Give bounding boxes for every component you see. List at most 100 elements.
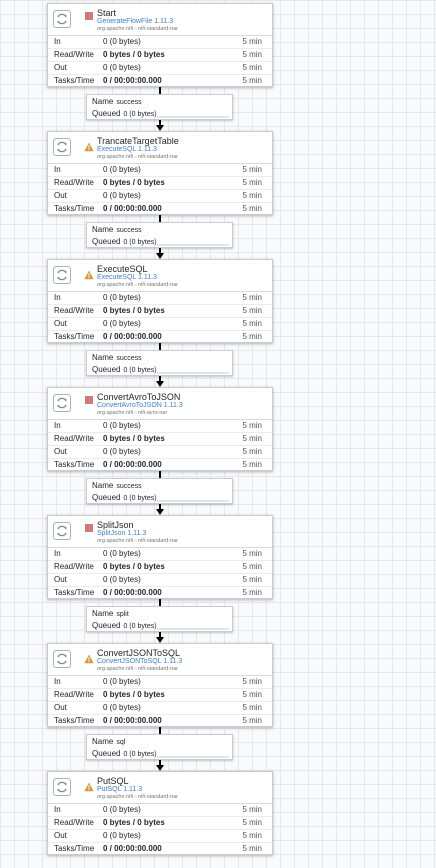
stat-value: 0 bytes / 0 bytes <box>103 306 165 315</box>
connection-queued: 0 (0 bytes) <box>123 623 157 630</box>
stat-duration: 5 min <box>242 562 262 571</box>
processor-icon <box>53 394 71 412</box>
stat-value: 0 bytes / 0 bytes <box>103 50 165 59</box>
processor-name: Start <box>97 8 117 18</box>
stat-duration: 5 min <box>242 677 262 686</box>
stat-duration: 5 min <box>242 306 262 315</box>
processor-bundle: org.apache.nifi - nifi-standard-nar <box>97 666 179 672</box>
warning-icon[interactable] <box>84 779 94 792</box>
stat-value: 0 (0 bytes) <box>103 165 141 174</box>
stat-duration: 5 min <box>242 831 262 840</box>
warning-icon[interactable] <box>84 267 94 280</box>
stat-value: 0 (0 bytes) <box>103 575 141 584</box>
stat-label: Tasks/Time <box>54 844 95 853</box>
connection-queued: 0 (0 bytes) <box>123 239 157 246</box>
connection-queued-label: Queued <box>92 621 121 630</box>
stat-value: 0 bytes / 0 bytes <box>103 690 165 699</box>
processor-icon <box>53 650 71 668</box>
stat-value: 0 / 00:00:00.000 <box>103 332 162 341</box>
stat-value: 0 (0 bytes) <box>103 549 141 558</box>
stat-value: 0 (0 bytes) <box>103 677 141 686</box>
connection-queued-label: Queued <box>92 365 121 374</box>
stat-label: Read/Write <box>54 50 94 59</box>
stat-label: In <box>54 549 61 558</box>
stat-duration: 5 min <box>242 805 262 814</box>
stat-duration: 5 min <box>242 690 262 699</box>
queue-progress-bar <box>157 372 229 374</box>
stat-label: Out <box>54 191 67 200</box>
stat-value: 0 / 00:00:00.000 <box>103 844 162 853</box>
processor-type: ConvertJSONToSQL 1.11.3 <box>97 658 183 665</box>
connection-queued-label: Queued <box>92 237 121 246</box>
stat-value: 0 (0 bytes) <box>103 703 141 712</box>
stat-duration: 5 min <box>242 703 262 712</box>
stat-value: 0 (0 bytes) <box>103 319 141 328</box>
warning-icon[interactable] <box>84 139 94 152</box>
connection-queued: 0 (0 bytes) <box>123 111 157 118</box>
stat-value: 0 / 00:00:00.000 <box>103 716 162 725</box>
stat-duration: 5 min <box>242 178 262 187</box>
stat-label: In <box>54 165 61 174</box>
stat-value: 0 bytes / 0 bytes <box>103 434 165 443</box>
stat-duration: 5 min <box>242 716 262 725</box>
connection-name-label: Name <box>92 225 114 234</box>
connection-name: sql <box>116 739 126 746</box>
stat-duration: 5 min <box>242 332 262 341</box>
processor-name: ExecuteSQL <box>97 264 148 274</box>
stat-label: In <box>54 37 61 46</box>
warning-icon[interactable] <box>84 651 94 664</box>
stat-value: 0 (0 bytes) <box>103 293 141 302</box>
stopped-icon <box>85 524 93 532</box>
stat-duration: 5 min <box>242 63 262 72</box>
stat-value: 0 (0 bytes) <box>103 37 141 46</box>
processor-icon <box>53 138 71 156</box>
connection-name: split <box>116 611 129 618</box>
stat-label: In <box>54 293 61 302</box>
connection-name-label: Name <box>92 609 114 618</box>
stat-duration: 5 min <box>242 447 262 456</box>
stat-label: Out <box>54 63 67 72</box>
stat-label: Out <box>54 575 67 584</box>
connection-name-label: Name <box>92 737 114 746</box>
processor-name: PutSQL <box>97 776 129 786</box>
stat-label: Tasks/Time <box>54 76 95 85</box>
stat-value: 0 (0 bytes) <box>103 191 141 200</box>
stat-value: 0 (0 bytes) <box>103 447 141 456</box>
stat-duration: 5 min <box>242 76 262 85</box>
